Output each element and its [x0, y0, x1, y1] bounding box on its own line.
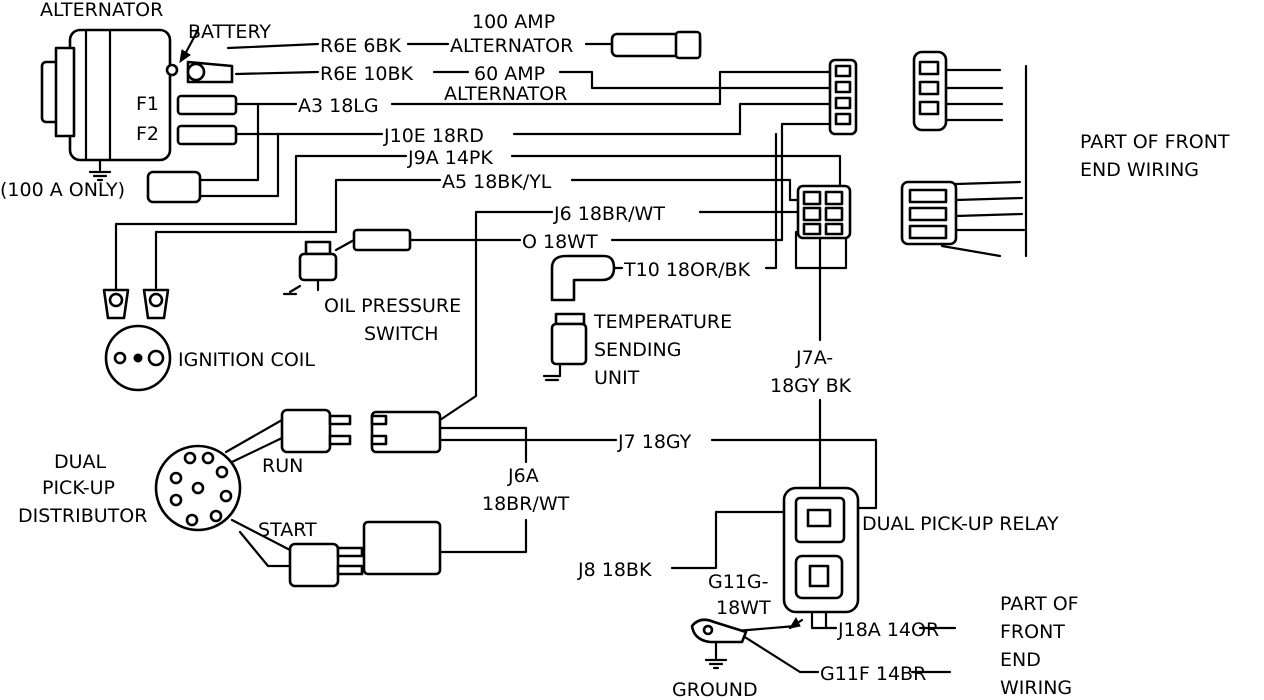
label-100-amp-2: ALTERNATOR: [450, 35, 573, 57]
connector-6-pin: [796, 184, 852, 240]
dual-pickup-distributor: [154, 444, 242, 532]
label-o-18wt: O 18WT: [522, 231, 598, 253]
wire-g11f: [738, 632, 952, 674]
wire-o-18wt: [408, 122, 834, 242]
start-pickup-connector: [288, 520, 442, 588]
label-60-amp-2: ALTERNATOR: [444, 83, 567, 105]
connector-100-amp: [610, 30, 702, 60]
label-part-2: FRONT: [1000, 621, 1065, 643]
wire-front-end-top: [942, 68, 1004, 122]
label-j8-18bk: J8 18BK: [577, 559, 652, 581]
label-run: RUN: [262, 455, 303, 477]
label-dual-3: DISTRIBUTOR: [18, 505, 147, 527]
alternator: [40, 28, 238, 204]
label-dual-1: DUAL: [54, 451, 107, 473]
label-60-amp-1: 60 AMP: [474, 63, 545, 85]
label-part-3: END: [1000, 649, 1041, 671]
wire-j6a: [438, 426, 528, 554]
ground-terminal: [690, 616, 804, 670]
wire-j9a-14pk: [114, 154, 842, 292]
label-ground: GROUND: [672, 679, 758, 700]
wire-j10e-18rd: [234, 102, 834, 136]
label-j7-18gy: J7 18GY: [617, 431, 692, 453]
label-relay: DUAL PICK-UP RELAY: [862, 513, 1059, 535]
label-j6a-1: J6A: [507, 465, 539, 487]
label-100-amp-1: 100 AMP: [472, 11, 555, 33]
label-ignition-coil: IGNITION COIL: [178, 349, 315, 371]
label-temp-3: UNIT: [594, 367, 640, 389]
label-f2: F2: [136, 123, 159, 145]
label-oil-1: OIL PRESSURE: [324, 295, 461, 317]
label-g11f: G11F 14BR: [820, 663, 926, 685]
wire-field-feed: [198, 102, 280, 198]
label-oil-2: SWITCH: [364, 323, 439, 345]
label-front-end-2: END WIRING: [1080, 159, 1199, 181]
label-front-end-1: PART OF FRONT: [1080, 131, 1230, 153]
wire-j8: [670, 510, 802, 570]
label-r6e-10bk: R6E 10BK: [320, 63, 414, 85]
labels: ALTERNATOR BATTERY F1 F2 (100 A ONLY) R6…: [0, 0, 1230, 700]
label-battery: BATTERY: [188, 21, 271, 43]
label-100a-only: (100 A ONLY): [0, 179, 125, 201]
wire-r6e-6bk: [226, 42, 614, 50]
wire-a3-18lg: [234, 86, 834, 106]
oil-pressure-switch: [282, 228, 412, 296]
label-part-4: WIRING: [1000, 677, 1072, 699]
run-pickup-connector: [280, 408, 442, 454]
label-j6-18brwt: J6 18BR/WT: [553, 203, 665, 225]
wire-run-pickup: [224, 418, 284, 464]
label-g11g-2: 18WT: [716, 597, 771, 619]
ignition-coil: [102, 288, 172, 392]
label-a5-18bkyl: A5 18BK/YL: [442, 171, 552, 193]
wire-start-pickup: [230, 518, 294, 568]
label-j9a-14pk: J9A 14PK: [407, 147, 493, 169]
label-j6a-2: 18BR/WT: [482, 493, 570, 515]
label-j18a: J18A 14OR: [837, 619, 939, 641]
bulkhead-connector: [828, 58, 858, 136]
wire-t10: [610, 132, 778, 270]
wire-r6e-10bk: [234, 70, 834, 90]
label-temp-2: SENDING: [594, 339, 681, 361]
front-end-connector-bottom: [900, 180, 958, 246]
dual-pickup-relay: [782, 486, 860, 614]
wires: [114, 42, 1028, 674]
wire-relay-side: [794, 230, 848, 270]
front-end-connector-top: [912, 50, 948, 132]
label-alternator: ALTERNATOR: [40, 0, 163, 21]
label-a3-18lg: A3 18LG: [298, 95, 379, 117]
label-start: START: [258, 519, 317, 541]
label-r6e-6bk: R6E 6BK: [320, 35, 401, 57]
wire-a5-18bkyl: [154, 178, 802, 290]
label-f1: F1: [136, 93, 159, 115]
label-j10e-18rd: J10E 18RD: [383, 125, 484, 147]
label-temp-1: TEMPERATURE: [593, 311, 732, 333]
label-t10: T10 18OR/BK: [623, 259, 751, 281]
label-dual-2: PICK-UP: [42, 477, 115, 499]
wire-j6-18brwt: [438, 210, 802, 422]
temperature-sending-unit: [542, 254, 616, 382]
label-j7a-2: 18GY BK: [770, 375, 852, 397]
wire-front-end-bot: [940, 180, 1026, 258]
label-part-1: PART OF: [1000, 593, 1079, 615]
label-g11g-1: G11G-: [708, 571, 768, 593]
label-j7a-1: J7A-: [795, 347, 833, 369]
